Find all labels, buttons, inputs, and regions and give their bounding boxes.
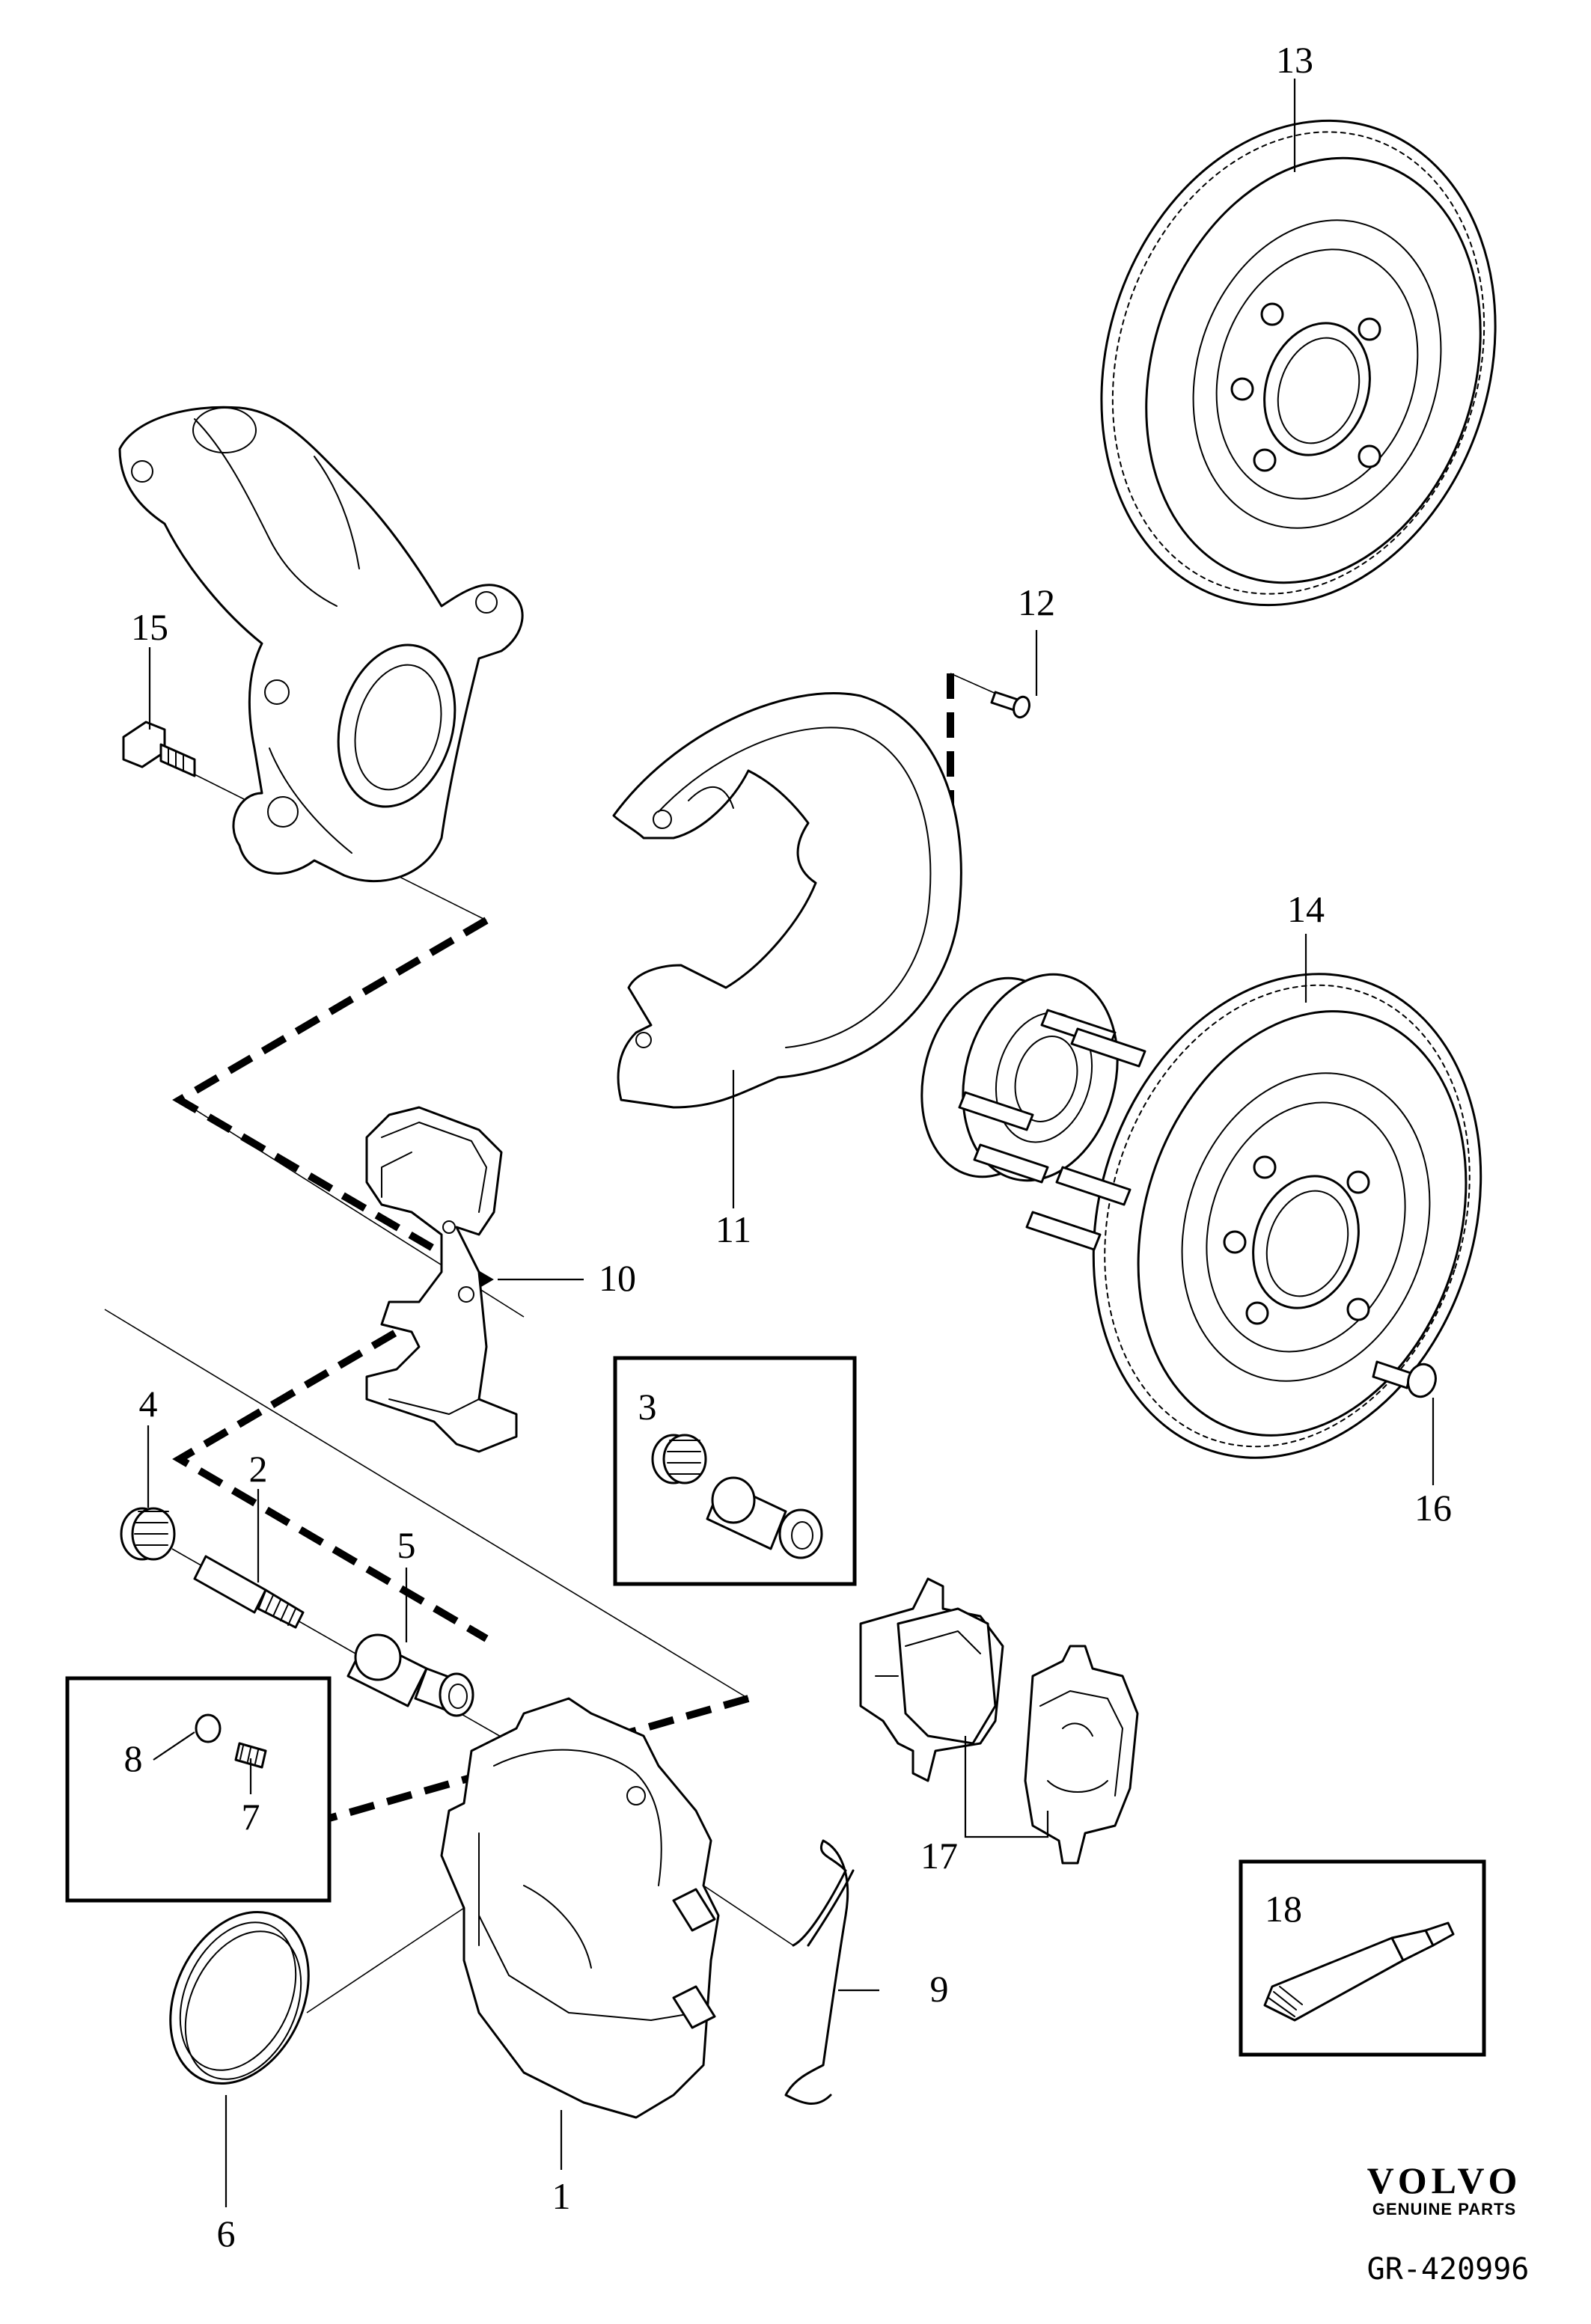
callout-8: 8 xyxy=(124,1737,143,1779)
callout-labels: 13 12 15 14 11 10 4 3 2 16 5 8 7 17 18 9… xyxy=(124,39,1453,2254)
shield-screw xyxy=(990,691,1030,719)
seal-ring xyxy=(169,1910,310,2085)
kit-box-3 xyxy=(613,1356,857,1586)
leader-lines xyxy=(147,79,1435,2207)
callout-11: 11 xyxy=(715,1208,751,1250)
bleeder-box xyxy=(65,1676,332,1903)
steering-knuckle xyxy=(118,406,524,883)
diagram-reference-code: GR-420996 xyxy=(1366,2252,1530,2287)
callout-10: 10 xyxy=(599,1257,636,1299)
callout-2: 2 xyxy=(249,1448,268,1490)
callout-7: 7 xyxy=(242,1796,260,1838)
callout-14: 14 xyxy=(1287,888,1325,930)
callout-15: 15 xyxy=(131,606,168,648)
callout-6: 6 xyxy=(217,2213,236,2254)
brake-pads xyxy=(859,1577,1139,1865)
callout-3: 3 xyxy=(638,1386,657,1428)
grease-box xyxy=(1239,1859,1486,2057)
callout-9: 9 xyxy=(930,1968,949,2010)
guide-pin xyxy=(193,1555,305,1629)
guide-pin-cap xyxy=(120,1507,176,1561)
brake-disc-upper xyxy=(1100,119,1497,607)
brand-logo-text: VOLVO xyxy=(1366,2159,1522,2201)
brake-disc-lower xyxy=(1092,973,1482,1459)
brake-caliper xyxy=(440,1697,720,2119)
dashed-guide-left xyxy=(172,917,494,1642)
wheel-hub xyxy=(920,973,1146,1251)
callout-4: 4 xyxy=(139,1383,158,1425)
callout-12: 12 xyxy=(1018,581,1055,623)
retaining-spring xyxy=(784,1839,855,2106)
callout-1: 1 xyxy=(552,2175,571,2217)
brake-pad-outer xyxy=(859,1577,1004,1782)
callout-17: 17 xyxy=(920,1835,958,1877)
wheel-studs xyxy=(958,1009,1146,1251)
knuckle-bolt xyxy=(122,721,196,777)
brake-pad-inner xyxy=(1024,1645,1139,1865)
callout-13: 13 xyxy=(1276,39,1313,81)
grease-tube-icon xyxy=(1263,1921,1455,2022)
callout-18: 18 xyxy=(1265,1888,1302,1930)
callout-5: 5 xyxy=(397,1524,416,1566)
kit-bushing-icon xyxy=(706,1476,823,1559)
kit-cap-icon xyxy=(651,1434,707,1484)
guide-bushing xyxy=(346,1633,474,1717)
callout-16: 16 xyxy=(1414,1487,1452,1529)
volvo-genuine-parts-logo: VOLVO GENUINE PARTS xyxy=(1332,2161,1557,2219)
bleeder-cap xyxy=(195,1713,222,1743)
bleeder-screw xyxy=(234,1742,267,1769)
splash-shield xyxy=(612,692,962,1109)
disc-screw xyxy=(1372,1360,1437,1398)
caliper-bracket xyxy=(365,1106,518,1453)
brand-subtitle: GENUINE PARTS xyxy=(1372,2200,1517,2218)
